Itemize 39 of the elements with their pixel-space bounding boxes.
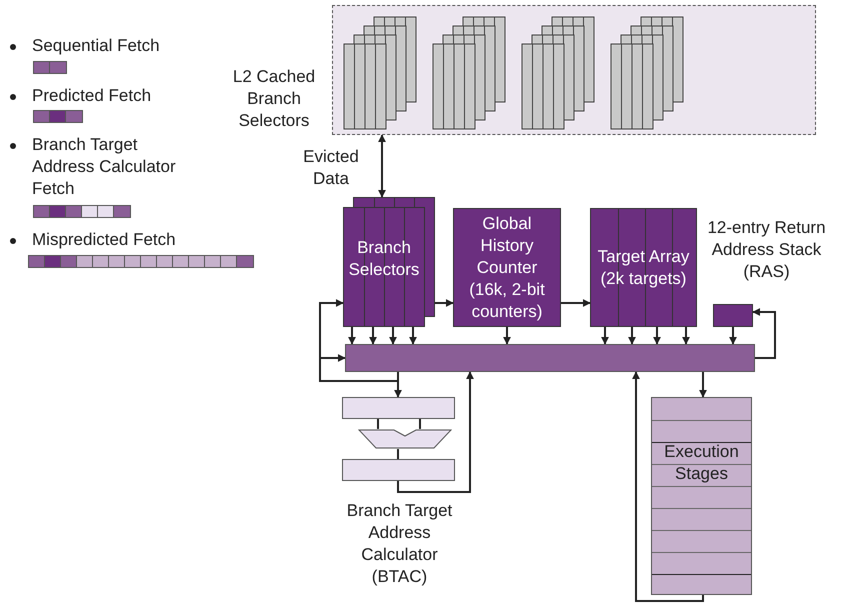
node-label: Branch Target Address Calculator (BTAC) — [346, 500, 454, 588]
connector-line — [397, 449, 399, 459]
arrow — [682, 327, 690, 345]
target-array-box — [590, 208, 697, 327]
arrow — [394, 372, 402, 398]
arrow — [348, 327, 356, 345]
legend-label: Branch Target Address Calculator Fetch — [32, 134, 177, 200]
connector-line — [419, 419, 421, 429]
node-label: Execution Stages — [663, 441, 740, 485]
bus-bar — [345, 344, 755, 372]
node-label: Branch Selectors — [348, 237, 420, 281]
arrow — [369, 327, 377, 345]
counter-box — [453, 208, 561, 327]
node-label: Global History Counter (16k, 2-bit counters) — [468, 212, 546, 322]
legend-label: Mispredicted Fetch — [32, 229, 177, 251]
legend-label: Predicted Fetch — [32, 85, 152, 107]
arrow — [653, 327, 661, 345]
node-label: Target Array (2k targets) — [596, 246, 690, 290]
arrow — [699, 372, 707, 398]
arrow — [729, 327, 737, 345]
branch-selectors-stack — [343, 197, 435, 327]
connector-line — [377, 419, 379, 429]
arrow — [752, 308, 776, 359]
pipeline-stages — [651, 397, 752, 595]
register-box — [342, 397, 455, 419]
legend-label: Sequential Fetch — [32, 35, 161, 57]
arrow — [632, 371, 704, 602]
node-label: 12-entry Return Address Stack (RAS) — [706, 217, 827, 283]
node-label: L2 Cached Branch Selectors — [232, 66, 316, 132]
arrow — [435, 299, 454, 307]
arrow — [601, 327, 609, 345]
arrow — [409, 327, 417, 345]
arrow — [561, 299, 591, 307]
arrow — [503, 327, 511, 345]
arrow — [378, 134, 386, 198]
arrow — [389, 327, 397, 345]
arrow — [397, 371, 474, 493]
arrow — [628, 327, 636, 345]
arrow — [319, 354, 399, 382]
